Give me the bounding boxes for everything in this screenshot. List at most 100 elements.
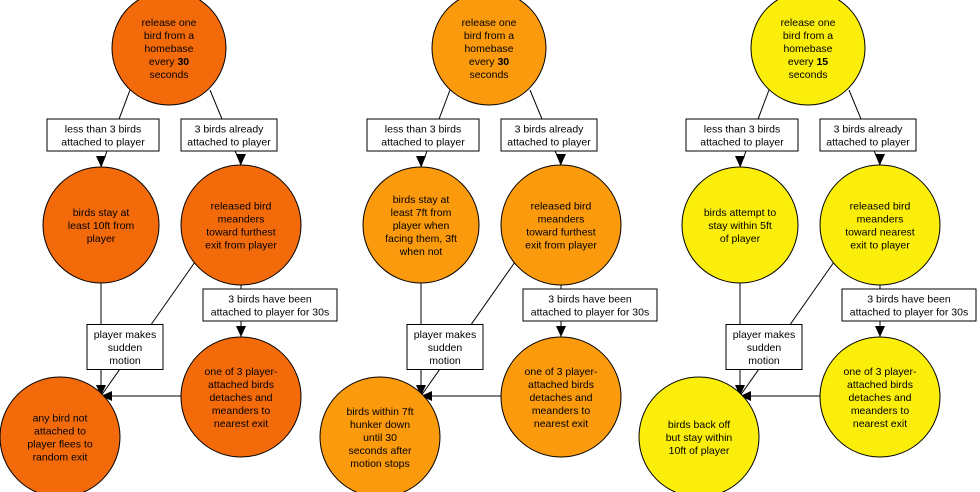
detach-node-circle (819, 336, 941, 458)
release-node-text-line: every (149, 56, 178, 68)
meanders-node-text-line: exit from player (205, 240, 277, 252)
release-node-text-line: seconds (788, 69, 827, 81)
detach-node-text-line: meanders to (532, 405, 591, 417)
stay-node-text-line: least 10ft from (68, 220, 135, 232)
meanders-node-text-line: toward nearest (845, 227, 915, 239)
meanders-node-text-line: exit to player (850, 240, 910, 252)
release-node-circle (750, 0, 866, 106)
meanders-node-circle (180, 164, 302, 286)
detach-node-text-line: detaches and (529, 392, 592, 404)
arrow-to-result-side (101, 391, 112, 401)
result-node-circle (0, 376, 121, 492)
meanders-node-circle (819, 164, 941, 286)
release-node-circle (111, 0, 227, 106)
arrow-to-meanders (236, 154, 246, 165)
detach-node-text-line: one of 3 player- (844, 366, 917, 378)
label-sudden-motion-text-line: sudden (108, 342, 143, 354)
meanders-node-circle (500, 164, 622, 286)
result-node-text-line: motion stops (350, 458, 410, 470)
label-sudden-motion-box (725, 324, 803, 370)
result-node-text-line: 10ft of player (669, 445, 730, 457)
label-sudden-motion-box (86, 324, 164, 370)
label-sudden-motion-text-line: sudden (428, 342, 463, 354)
result-node-text-line: attached to (34, 426, 86, 438)
release-node-text-line: homebase (783, 43, 832, 55)
arrow-to-detach (236, 326, 246, 337)
label-attached-30s-text-line: 3 birds have been (548, 294, 632, 306)
release-node-text-line: every (788, 56, 817, 68)
detach-node-text-line: detaches and (848, 392, 911, 404)
release-node-text-line: release one (781, 17, 836, 29)
meanders-node-text-line: meanders (857, 214, 904, 226)
label-attached-30s-text-line: attached to player for 30s (850, 307, 969, 319)
meanders-node-text-line: meanders (538, 214, 585, 226)
result-node-circle (638, 376, 760, 492)
result-node-text-line: hunker down (350, 419, 410, 431)
detach-node-text-line: detaches and (209, 392, 272, 404)
label-sudden-motion-text-line: player makes (94, 329, 156, 341)
release-node-text-line: 30 (177, 56, 189, 68)
detach-node-text-line: nearest exit (214, 418, 268, 430)
label-3-already-box (180, 118, 278, 152)
label-3-already-text-line: 3 birds already (515, 124, 585, 136)
stay-node-text-line: birds stay at (73, 207, 130, 219)
stay-node-circle (42, 166, 160, 284)
detach-node-circle (500, 336, 622, 458)
label-sudden-motion-text-line: player makes (733, 329, 795, 341)
label-3-already-text-line: attached to player (507, 137, 591, 149)
label-sudden-motion-box (406, 324, 484, 370)
label-attached-30s-text-line: attached to player for 30s (211, 307, 330, 319)
meanders-node-text-line: meanders (218, 214, 265, 226)
result-node-text-line: seconds after (348, 445, 412, 457)
meanders-node-text-line: exit from player (525, 240, 597, 252)
label-attached-30s-text-line: 3 birds have been (228, 294, 312, 306)
release-node-circle (431, 0, 547, 106)
detach-node-text-line: one of 3 player- (205, 366, 278, 378)
arrow-to-result (416, 385, 426, 396)
detach-node-text-line: meanders to (212, 405, 271, 417)
label-attached-30s-text-line: 3 birds have been (867, 294, 951, 306)
result-node-text-line: but stay within (666, 432, 733, 444)
detach-node-text-line: meanders to (851, 405, 910, 417)
arrow-to-stay (735, 156, 745, 167)
release-node-text-line: bird from a (464, 30, 514, 42)
detach-node-text-line: attached birds (528, 379, 594, 391)
label-3-already-text-line: 3 birds already (195, 124, 265, 136)
label-sudden-motion-text-line: motion (429, 355, 461, 367)
label-sudden-motion-text-line: motion (748, 355, 780, 367)
label-3-already-text-line: attached to player (826, 137, 910, 149)
result-node-text-line: until 30 (363, 432, 397, 444)
label-3-already-text-line: 3 birds already (834, 124, 904, 136)
stay-node-text-line: birds attempt to (704, 207, 777, 219)
arrow-to-result (96, 385, 106, 396)
release-node-text-line: homebase (144, 43, 193, 55)
result-node-text-line: birds within 7ft (346, 406, 413, 418)
meanders-node-text-line: released bird (850, 201, 911, 213)
label-attached-30s-box (522, 288, 658, 322)
arrow-to-result-side (740, 391, 751, 401)
release-node-text-line: 15 (816, 56, 828, 68)
arrow-to-detach (875, 326, 885, 337)
arrow-to-meanders (556, 154, 566, 165)
label-less-than-3-box (46, 118, 160, 152)
label-less-than-3-box (366, 118, 480, 152)
